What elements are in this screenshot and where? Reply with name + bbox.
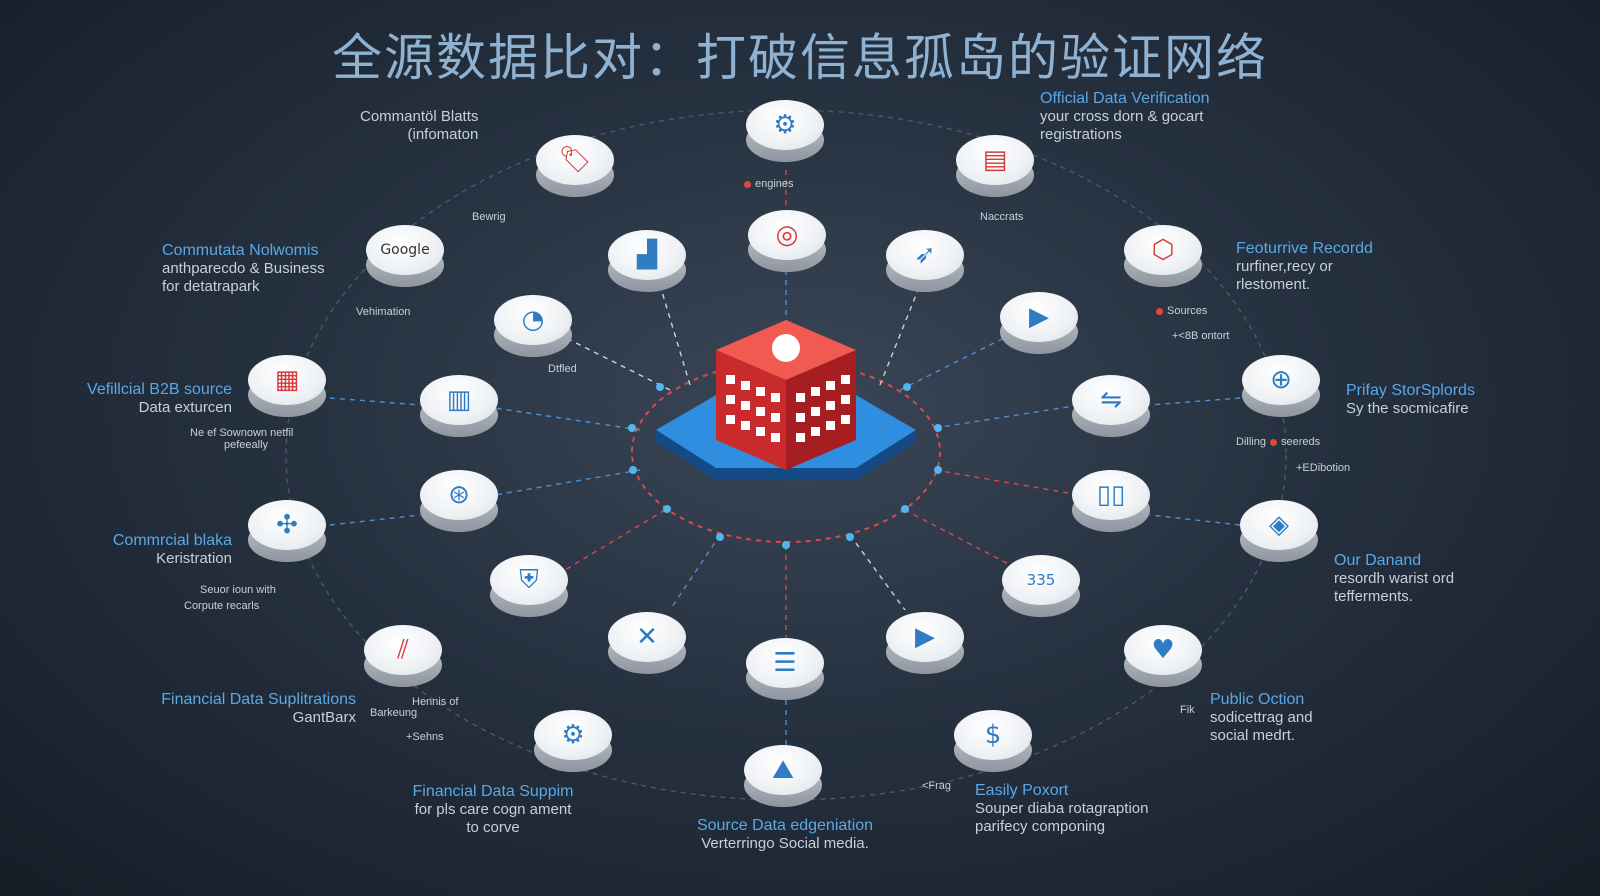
node-table: ▥	[420, 375, 498, 437]
node-heart: ♥	[1124, 625, 1202, 687]
document-icon: ☰	[746, 638, 824, 688]
annotation-dtfled: Dtfled	[548, 363, 577, 375]
node-globe: ⊕	[1242, 355, 1320, 417]
counter-icon: 335	[1002, 555, 1080, 605]
node-play: ▶	[886, 612, 964, 674]
node-bar-chart: ▟	[608, 230, 686, 292]
rocket-icon: ➶	[886, 230, 964, 280]
node-compass: ✣	[248, 500, 326, 562]
node-crosshair: ⊛	[420, 470, 498, 532]
node-server: ▤	[956, 135, 1034, 197]
node-settings: ⚙	[534, 710, 612, 772]
annotation-hennis: Hennis of	[412, 696, 459, 708]
node-ruler: ⫽	[364, 625, 442, 687]
annotation-fik: Fik	[1180, 704, 1195, 716]
node-counter: 335	[1002, 555, 1080, 617]
node-rocket: ➶	[886, 230, 964, 292]
node-video: ▶	[1000, 292, 1078, 354]
gear-icon: ⚙	[746, 100, 824, 150]
node-google: Google	[366, 225, 444, 287]
handshake-icon: ⇋	[1072, 375, 1150, 425]
tag-icon: 🏷	[536, 135, 614, 185]
video-icon: ▶	[1000, 292, 1078, 342]
annotation-sources: Sources	[1152, 305, 1207, 317]
annotation-pefeeally: pefeeally	[224, 439, 269, 451]
shield-icon: ⛨	[490, 555, 568, 605]
annotation-corpute: Corpute recarls	[184, 600, 260, 612]
chip-icon: ◈	[1240, 500, 1318, 550]
node-handshake: ⇋	[1072, 375, 1150, 437]
annotation-nacdrats: Naccrats	[980, 211, 1024, 223]
node-card: ▦	[248, 355, 326, 417]
annotation-barkeung: Barkeung	[370, 707, 418, 719]
node-tag: 🏷	[536, 135, 614, 197]
gauge-icon: ◔	[494, 295, 572, 345]
card-icon: ▦	[248, 355, 326, 405]
annotation-engines: engines	[740, 178, 794, 190]
annotation-vehimation: Vehimation	[356, 306, 411, 318]
google-logo: Google	[366, 225, 444, 275]
node-dollar: $	[954, 710, 1032, 772]
books-icon: ▯▯	[1072, 470, 1150, 520]
bar-chart-icon: ▟	[608, 230, 686, 280]
node-doc: ☰	[746, 638, 824, 700]
node-top-gear: ⚙	[746, 100, 824, 162]
play-icon: ▶	[886, 612, 964, 662]
label-commercial: Commantöl Blatts(infomaton	[360, 108, 479, 143]
table-icon: ▥	[420, 375, 498, 425]
annotation-frag: <Frag	[922, 780, 952, 792]
cube-icon: ⬡	[1124, 225, 1202, 275]
globe-icon: ⊕	[1242, 355, 1320, 405]
node-chip: ◈	[1240, 500, 1318, 562]
annotation-seuor: Seuor ioun with	[200, 584, 276, 596]
node-cross: ✕	[608, 612, 686, 674]
image-icon: ⛰	[744, 745, 822, 795]
node-image: ⛰	[744, 745, 822, 807]
crosshair-icon: ⊛	[420, 470, 498, 520]
annotation-own-netfil: Ne ef Sownown netfil	[190, 427, 294, 439]
compass-icon: ✣	[248, 500, 326, 550]
target-icon: ◎	[748, 210, 826, 260]
node-target: ◎	[748, 210, 826, 272]
central-hub	[656, 300, 916, 520]
node-shield: ⛨	[490, 555, 568, 617]
page-title: 全源数据比对：打破信息孤岛的验证网络	[332, 29, 1268, 87]
cross-icon: ✕	[608, 612, 686, 662]
outer-ring	[285, 109, 1287, 801]
annotation-ontort: +<8B ontort	[1172, 330, 1230, 342]
annotation-bewrig: Bewrig	[472, 211, 506, 223]
node-gauge: ◔	[494, 295, 572, 357]
node-cube: ⬡	[1124, 225, 1202, 287]
dollar-icon: $	[954, 710, 1032, 760]
ruler-icon: ⫽	[364, 625, 442, 675]
heart-icon: ♥	[1124, 625, 1202, 675]
gear-icon: ⚙	[534, 710, 612, 760]
annotation-sehne: +Sehns	[406, 731, 444, 743]
annotation-edibotion: +EDibotion	[1296, 462, 1351, 474]
node-books: ▯▯	[1072, 470, 1150, 532]
server-icon: ▤	[956, 135, 1034, 185]
